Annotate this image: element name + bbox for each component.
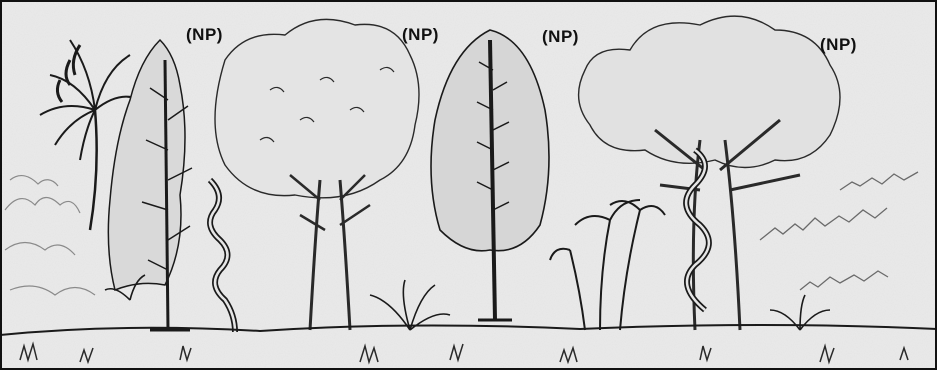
np-label-1: (NP): [186, 26, 223, 43]
np-label-2: (NP): [402, 26, 439, 43]
np-label-4: (NP): [820, 36, 857, 53]
np-label-3: (NP): [542, 28, 579, 45]
